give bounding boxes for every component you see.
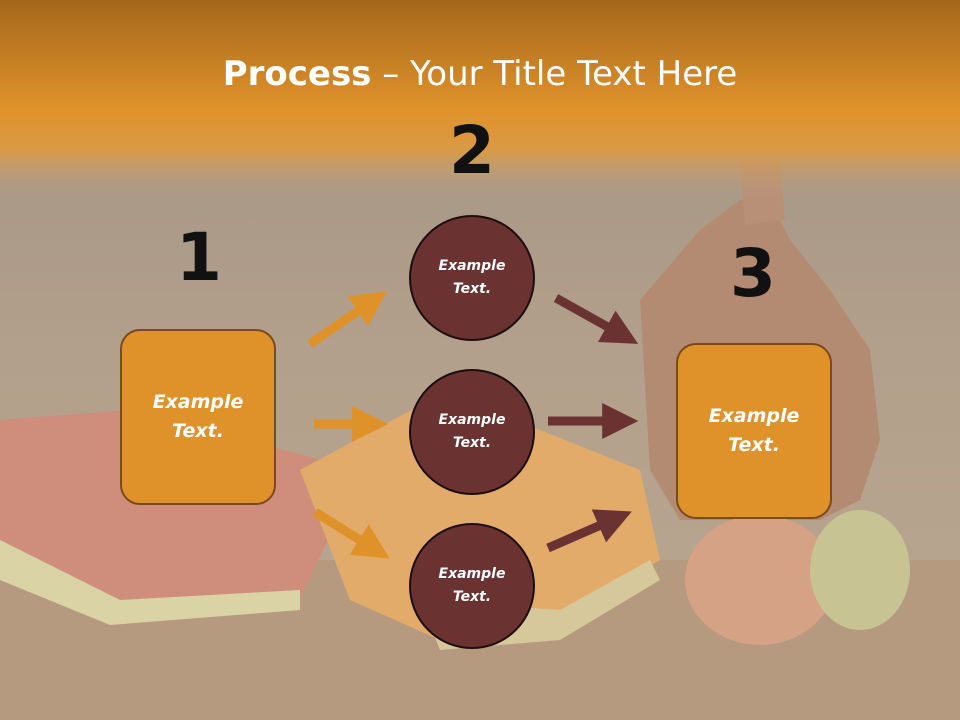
step-number-3: 3 — [730, 235, 776, 312]
circle-top-line1: Example — [438, 258, 506, 274]
title-bold: Process — [222, 54, 372, 94]
step-number-1: 1 — [176, 219, 222, 296]
step-2-circle-top: Example Text. — [409, 215, 535, 341]
step-1-text-line1: Example — [152, 391, 244, 413]
circle-top-line2: Text. — [452, 281, 492, 297]
arrow-top-to-3 — [553, 294, 639, 344]
step-number-2: 2 — [449, 112, 495, 189]
circle-bottom-line2: Text. — [452, 589, 492, 605]
step-2-circle-middle: Example Text. — [409, 369, 535, 495]
arrow-1-to-top — [307, 290, 388, 348]
step-3-box: Example Text. — [676, 343, 832, 519]
circle-bottom-line1: Example — [438, 566, 506, 582]
step-1-box: Example Text. — [120, 329, 276, 505]
step-1-text-line2: Text. — [172, 420, 224, 442]
circle-middle-line2: Text. — [452, 435, 492, 451]
title-rest: – Your Title Text Here — [371, 54, 738, 94]
step-2-circle-bottom: Example Text. — [409, 523, 535, 649]
slide-title: Process – Your Title Text Here — [0, 52, 960, 96]
step-3-text-line2: Text. — [728, 434, 780, 456]
arrow-bottom-to-3 — [546, 509, 632, 553]
arrow-1-to-bottom — [312, 508, 390, 559]
step-3-text-line1: Example — [708, 405, 800, 427]
circle-middle-line1: Example — [438, 412, 506, 428]
